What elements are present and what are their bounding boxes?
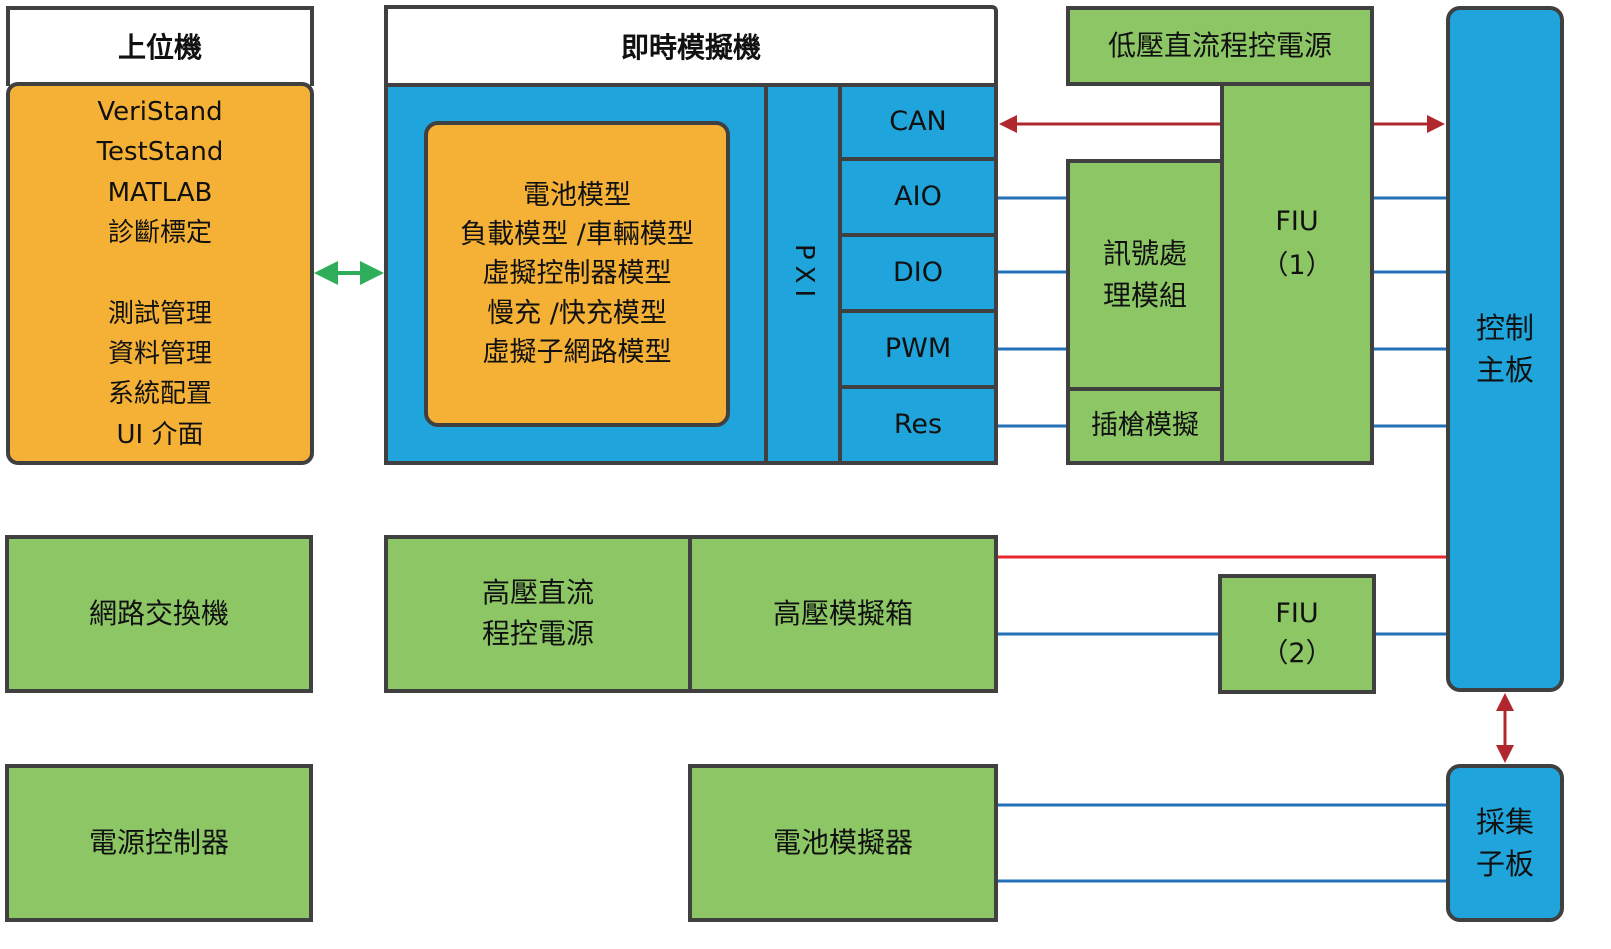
- pxi-bus: PXI: [764, 83, 842, 465]
- realtime-title: 即時模擬機: [620, 30, 761, 64]
- network-switch-label: 網路交換機: [88, 596, 229, 630]
- realtime-header: 即時模擬機: [384, 5, 998, 87]
- io-can-label: CAN: [889, 106, 947, 138]
- io-res: Res: [838, 385, 998, 465]
- plug-simulation: 插槍模擬: [1066, 387, 1224, 465]
- hv-dc-power-label: 高壓直流 程控電源: [481, 576, 594, 650]
- fiu-1: FIU （1）: [1220, 82, 1374, 465]
- host-pc-title: 上位機: [117, 30, 202, 64]
- hv-simulation-box: 高壓模擬箱: [688, 535, 998, 693]
- io-dio-label: DIO: [892, 257, 943, 289]
- acquisition-sub-board: 採集 子板: [1446, 764, 1564, 922]
- host-pc-header: 上位機: [6, 6, 314, 86]
- model-list: 電池模型 負載模型 /車輛模型 虛擬控制器模型 慢充 /快充模型 虛擬子網路模型: [460, 180, 694, 368]
- fiu-2: FIU （2）: [1218, 574, 1376, 694]
- fiu-2-label: FIU （2）: [1261, 597, 1333, 670]
- fiu-1-label: FIU （1）: [1261, 206, 1333, 281]
- model-panel: 電池模型 負載模型 /車輛模型 虛擬控制器模型 慢充 /快充模型 虛擬子網路模型: [424, 121, 730, 427]
- hv-dc-power: 高壓直流 程控電源: [384, 535, 692, 693]
- io-aio-label: AIO: [894, 181, 942, 213]
- lv-power-label: 低壓直流程控電源: [1107, 28, 1332, 62]
- io-res-label: Res: [893, 409, 943, 441]
- lv-power-supply: 低壓直流程控電源: [1066, 6, 1374, 86]
- io-can: CAN: [838, 83, 998, 161]
- network-switch: 網路交換機: [5, 535, 313, 693]
- control-board-label: 控制 主板: [1475, 310, 1534, 387]
- plug-simulation-label: 插槍模擬: [1091, 410, 1199, 442]
- host-pc-software-list: VeriStand TestStand MATLAB 診斷標定 測試管理 資料管…: [96, 97, 224, 450]
- acquisition-board-label: 採集 子板: [1475, 804, 1534, 881]
- io-aio: AIO: [838, 157, 998, 237]
- hv-simulation-box-label: 高壓模擬箱: [772, 596, 913, 630]
- battery-simulator-label: 電池模擬器: [772, 825, 913, 859]
- host-pc-software-panel: VeriStand TestStand MATLAB 診斷標定 測試管理 資料管…: [6, 82, 314, 465]
- signal-processing-label: 訊號處 理模組: [1102, 237, 1187, 312]
- signal-processing-module: 訊號處 理模組: [1066, 159, 1224, 391]
- control-main-board: 控制 主板: [1446, 6, 1564, 692]
- battery-simulator: 電池模擬器: [688, 764, 998, 922]
- io-pwm-label: PWM: [884, 333, 952, 365]
- io-dio: DIO: [838, 233, 998, 313]
- io-pwm: PWM: [838, 309, 998, 389]
- power-controller: 電源控制器: [5, 764, 313, 922]
- power-controller-label: 電源控制器: [88, 825, 229, 859]
- pxi-label: PXI: [788, 244, 819, 304]
